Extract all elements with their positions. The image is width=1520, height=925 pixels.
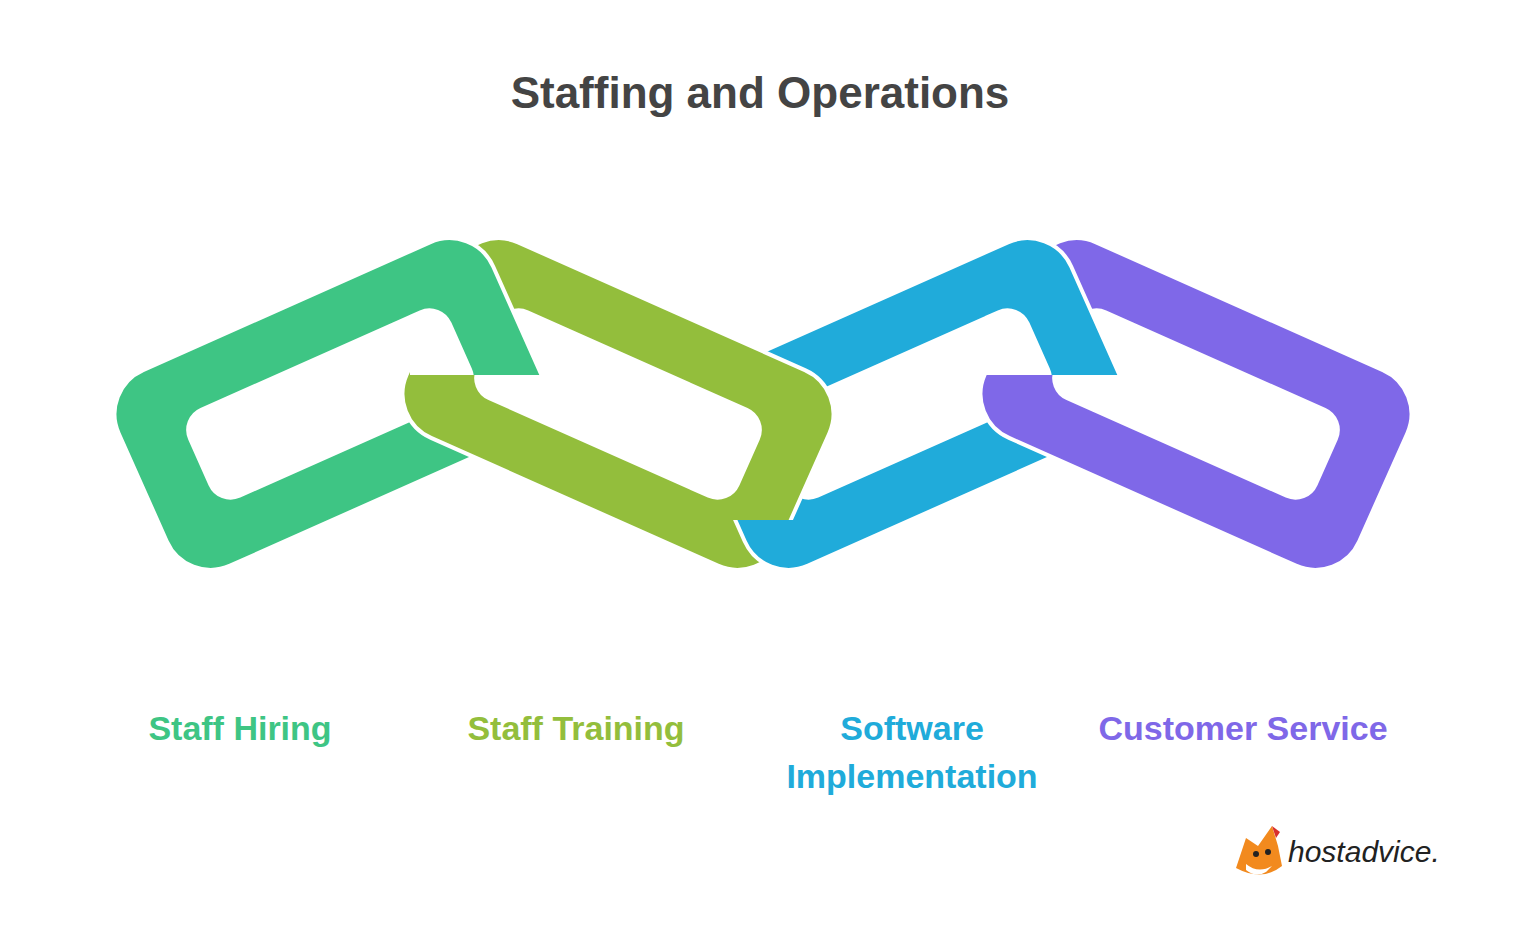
diagram-title: Staffing and Operations xyxy=(0,66,1520,120)
fox-logo xyxy=(1236,826,1282,875)
watermark: hostadvice. xyxy=(1288,832,1488,872)
link-label: Software Implementation xyxy=(742,704,1082,800)
link-label: Staff Hiring xyxy=(70,704,410,752)
link-overlap xyxy=(985,223,1135,375)
link-overlap xyxy=(690,330,840,520)
link-overlap xyxy=(410,223,560,375)
link-label: Staff Training xyxy=(406,704,746,752)
link-label: Customer Service xyxy=(1073,704,1413,752)
